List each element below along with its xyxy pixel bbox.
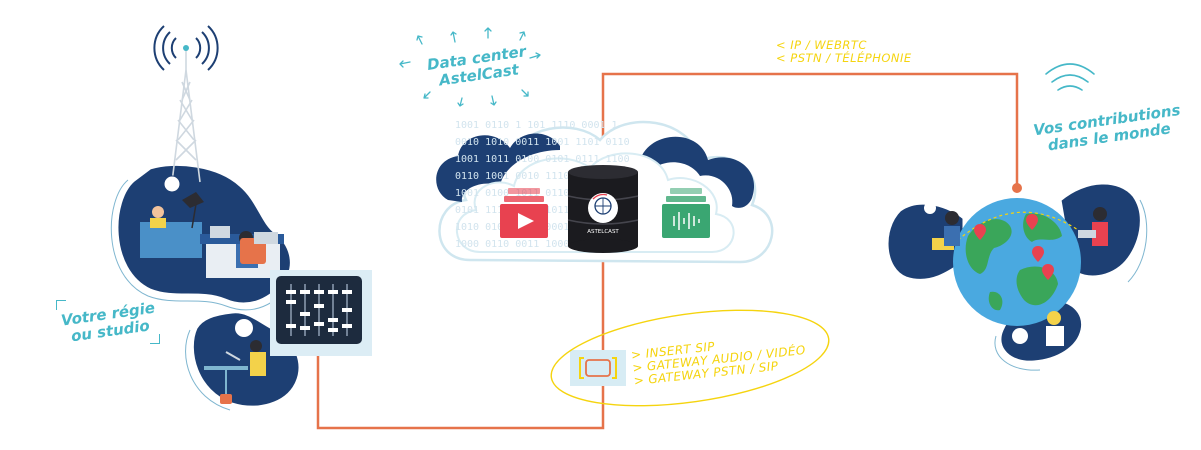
mixer-console-icon [270, 270, 372, 356]
studio-scene [110, 25, 293, 311]
studio-label-corner-br [150, 334, 160, 344]
protocol-pstn: < PSTN / TÉLÉPHONIE [776, 50, 912, 65]
connector-node [1012, 183, 1022, 193]
studio-label-corner-tl [56, 300, 66, 310]
audio-wave-icon [662, 188, 710, 238]
world-scene [885, 181, 1148, 371]
line-mixer-to-cloud [316, 256, 605, 430]
signal-waves-icon [153, 25, 219, 71]
broadcast-tower-icon [171, 45, 201, 183]
wifi-icon [1045, 63, 1095, 91]
gateway-highlight-ellipse [550, 309, 830, 407]
svg-text:1001 0110 1 101 1110 0001 1: 1001 0110 1 101 1110 0001 1 [455, 120, 618, 131]
svg-text:0010 1010 0011 1001 1101 0110: 0010 1010 0011 1001 1101 0110 [455, 137, 630, 148]
database-icon: ASTELCAST [567, 165, 639, 253]
svg-text:1001 1011 0100 0101 0111 1100: 1001 1011 0100 0101 0111 1100 [455, 154, 630, 165]
svg-text:0110 1001 0010 1110 0100 1101: 0110 1001 0010 1110 0100 1101 [455, 171, 630, 182]
database-logo-text: ASTELCAST [587, 229, 619, 235]
datacenter-arrows [399, 27, 541, 107]
protocol-ip: < IP / WEBRTC [776, 38, 867, 52]
globe-icon [953, 198, 1081, 326]
video-play-icon [500, 188, 548, 238]
connector-lines [316, 72, 1019, 430]
gateway-device-icon [570, 350, 626, 386]
line-cloud-to-world [601, 72, 1019, 188]
svg-text:1000 0110 0011 1000 0110 1100: 1000 0110 0011 1000 0110 1100 [455, 239, 630, 250]
svg-text:1001 0100 1011 0110 1011 0111: 1001 0100 1011 0110 1011 0111 [455, 188, 630, 199]
protocol-label: < IP / WEBRTC < PSTN / TÉLÉPHONIE [776, 39, 912, 64]
